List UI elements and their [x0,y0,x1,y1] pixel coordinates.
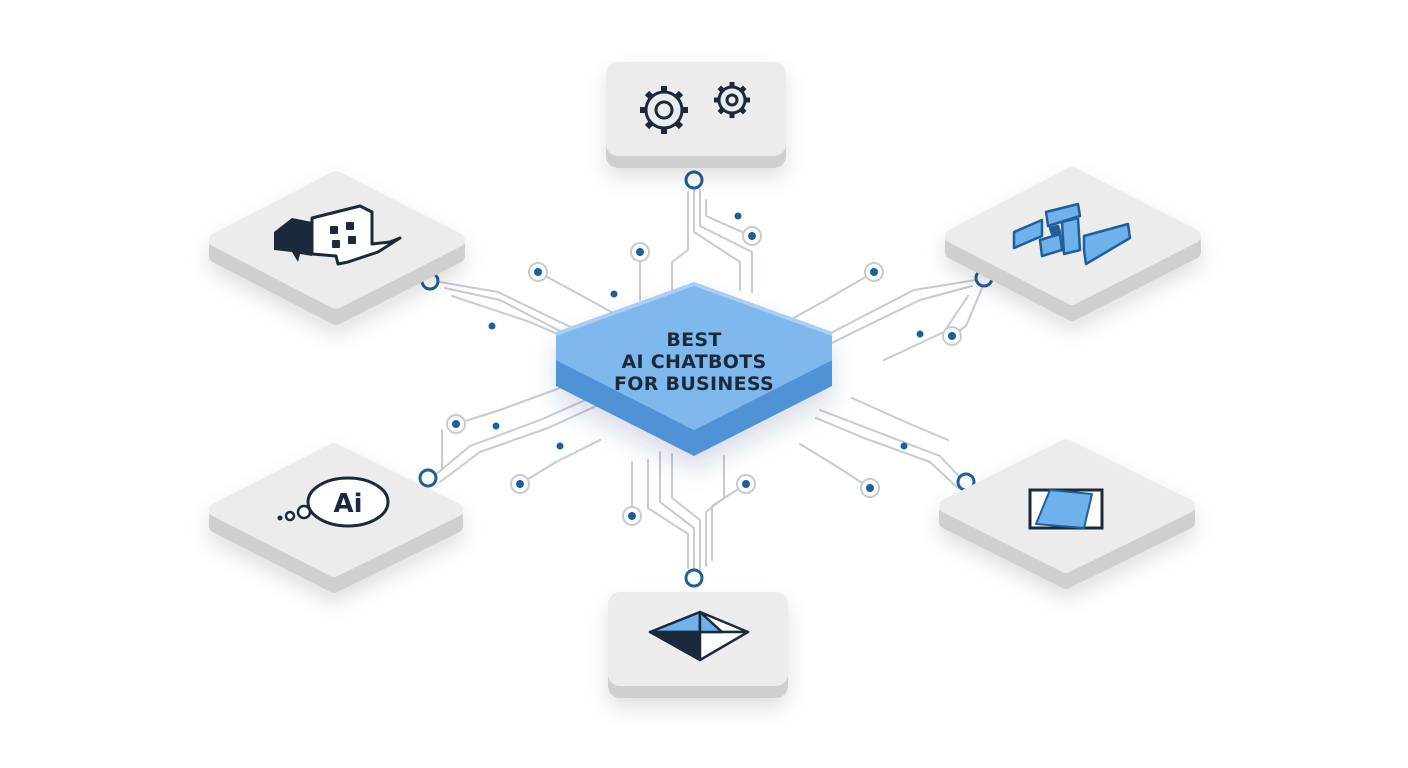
node-card-upper-left[interactable] [209,171,465,325]
hub-side [556,360,832,456]
trace-lr-4 [851,397,949,441]
hub-title: BEST AI CHATBOTS FOR BUSINESS [614,329,774,395]
trace-ll-3 [455,387,561,425]
pad-nodes [446,212,962,526]
trace-b-2 [671,453,701,571]
solid-dot [916,330,924,338]
trace-b-1 [659,451,695,575]
trace-lr-1 [819,409,965,483]
hub-title-line-2: AI CHATBOTS [621,351,766,373]
triangular-logo-icon [648,610,750,662]
connector-node-lower-left [418,468,438,488]
pad-dot [866,484,874,492]
trace-top-1 [693,185,741,291]
trace-top-3 [671,191,689,297]
trace-ll-2 [439,405,597,483]
pad-dot [452,420,460,428]
trace-ul-3 [537,271,623,319]
solid-dot [734,212,742,220]
solid-dot [900,442,908,450]
pad-dot [516,480,524,488]
solid-dot [488,322,496,330]
pad-dot [636,248,644,256]
pad-dot [870,268,878,276]
connector-nodes [418,170,994,588]
trace-ur-2 [809,285,973,355]
trace-top-2 [699,189,753,293]
trace-lr-3 [799,443,871,489]
pad-dot [948,332,956,340]
chat-bubbles-icon [274,204,402,266]
ai-thought-bubble-icon: Ai [277,476,390,528]
ai-thought-bubble-text: Ai [333,489,362,519]
solid-dot [492,422,500,430]
central-hub[interactable] [556,282,832,456]
diamond-square-icon [1028,488,1104,530]
pad-dot [628,512,636,520]
connector-node-top [684,170,704,190]
trace-ur-3 [789,271,875,321]
solid-dot [610,290,618,298]
trace-ll-5 [519,439,601,485]
trace-b-3 [647,459,689,569]
trace-top-4 [705,199,743,233]
trace-ll-1 [433,397,591,477]
node-card-top[interactable] [606,62,786,168]
solid-dot [556,442,564,450]
hub-face [556,282,832,430]
pad-dot [742,480,750,488]
trace-b-5 [711,483,747,561]
pad-dot [534,268,542,276]
trace-b-4 [705,455,725,567]
connector-node-bottom [684,568,704,588]
trace-lr-2 [815,417,959,489]
hub-title-line-1: BEST [666,329,721,351]
bar-chart-icon [1012,202,1132,266]
hub-title-line-3: FOR BUSINESS [614,373,774,395]
pad-dot [748,232,756,240]
gears-icon [640,82,750,134]
